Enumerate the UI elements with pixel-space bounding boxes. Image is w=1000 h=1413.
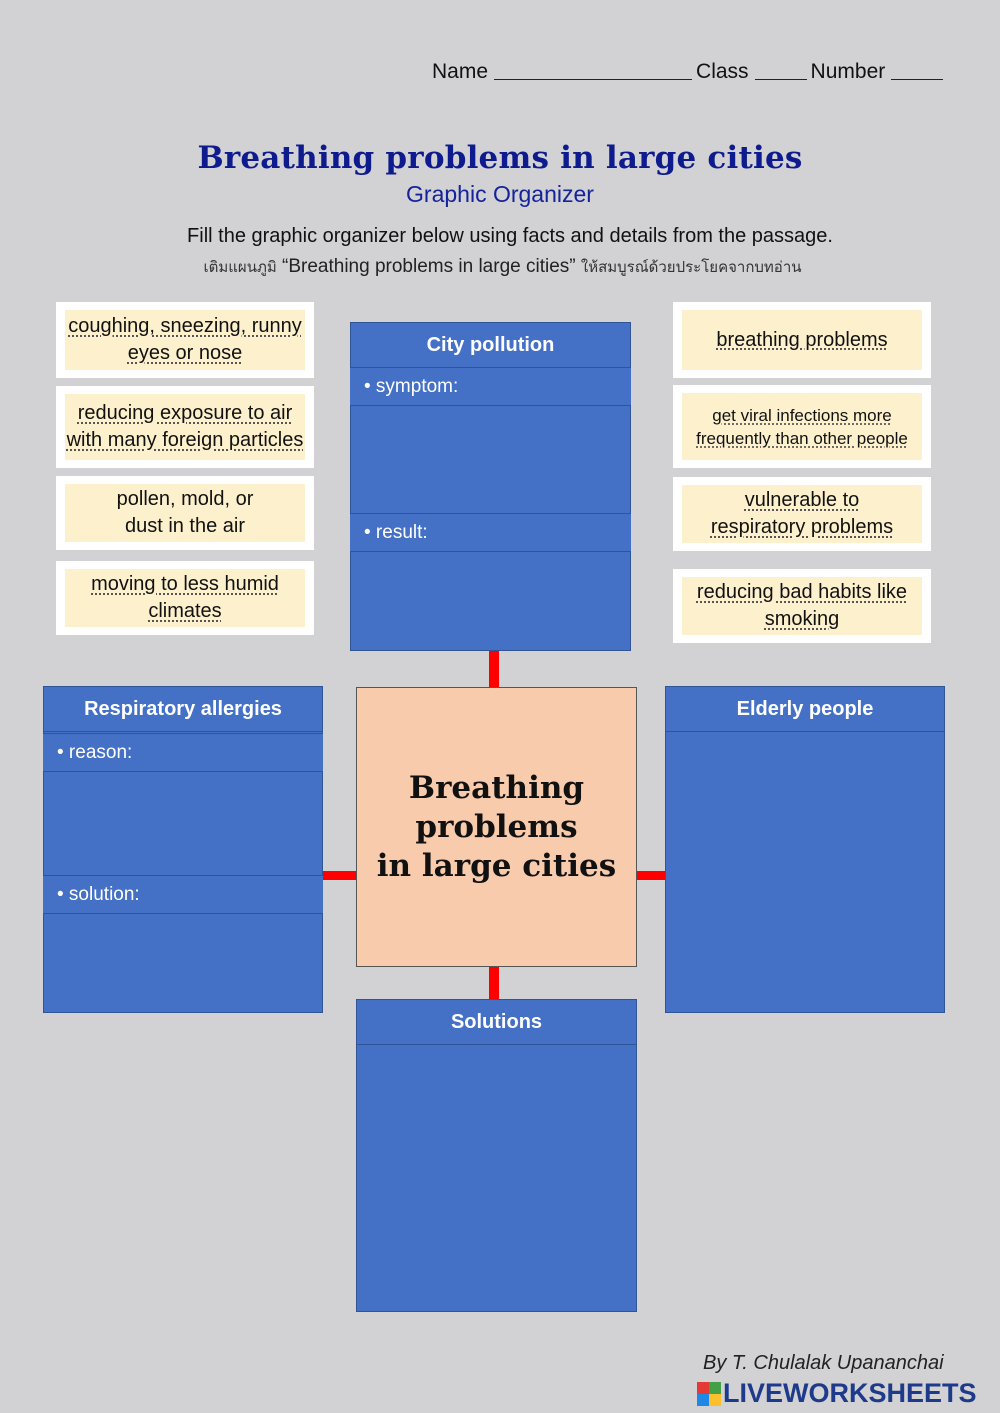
respiratory-allergies-title: Respiratory allergies <box>44 687 322 732</box>
logo-text: LIVEWORKSHEETS <box>723 1378 977 1408</box>
student-info-line: Name Class Number <box>432 60 947 84</box>
symptom-drop-zone[interactable] <box>351 406 630 513</box>
name-blank[interactable] <box>494 61 693 80</box>
word-card[interactable]: breathing problems <box>673 302 931 378</box>
word-card-label[interactable]: coughing, sneezing, runny eyes or nose <box>65 310 305 370</box>
central-topic-line: problems <box>415 808 578 845</box>
reason-label: • reason: <box>43 733 323 772</box>
author-credit: By T. Chulalak Upananchai <box>703 1352 944 1374</box>
class-blank[interactable] <box>754 61 807 80</box>
word-card[interactable]: coughing, sneezing, runny eyes or nose <box>56 302 314 378</box>
word-card-label[interactable]: get viral infections more frequently tha… <box>682 393 922 460</box>
central-topic-box: Breathing problems in large cities <box>356 687 637 967</box>
result-label: • result: <box>350 513 631 552</box>
solution-drop-zone[interactable] <box>44 914 322 1012</box>
respiratory-allergies-box: Respiratory allergies • reason: • soluti… <box>43 686 323 1013</box>
word-card[interactable]: reducing bad habits like smoking <box>673 569 931 643</box>
city-pollution-box: City pollution • symptom: • result: <box>350 322 631 651</box>
word-card[interactable]: moving to less humid climates <box>56 561 314 635</box>
word-card[interactable]: get viral infections more frequently tha… <box>673 385 931 468</box>
central-topic-line: in large cities <box>376 847 617 884</box>
solutions-title: Solutions <box>357 1000 636 1045</box>
number-blank[interactable] <box>891 61 944 80</box>
word-card-label[interactable]: pollen, mold, or dust in the air <box>65 484 305 542</box>
word-card-label[interactable]: reducing exposure to air with many forei… <box>65 394 305 460</box>
name-label: Name <box>432 60 489 83</box>
solution-label: • solution: <box>43 875 323 914</box>
elderly-people-title: Elderly people <box>666 687 944 732</box>
connector-left <box>322 871 357 880</box>
result-drop-zone[interactable] <box>351 552 630 650</box>
instructions-thai: เติมแผนภูมิ “Breathing problems in large… <box>0 255 1000 279</box>
city-pollution-title: City pollution <box>351 323 630 368</box>
word-card-label[interactable]: reducing bad habits like smoking <box>682 577 922 635</box>
reason-drop-zone[interactable] <box>44 772 322 875</box>
word-card[interactable]: vulnerable to respiratory problems <box>673 477 931 551</box>
central-topic-line: Breathing <box>408 769 585 806</box>
word-card-label[interactable]: moving to less humid climates <box>65 569 305 627</box>
solutions-drop-zone[interactable] <box>357 1046 636 1311</box>
word-card[interactable]: reducing exposure to air with many forei… <box>56 386 314 468</box>
connector-right <box>636 871 666 880</box>
symptom-label: • symptom: <box>350 367 631 406</box>
instructions-thai-suffix: ให้สมบูรณ์ด้วยประโยคจากบทอ่าน <box>580 259 802 276</box>
connector-top <box>489 650 499 688</box>
solutions-box: Solutions <box>356 999 637 1312</box>
connector-bottom <box>489 966 499 1000</box>
word-card[interactable]: pollen, mold, or dust in the air <box>56 476 314 550</box>
word-card-label[interactable]: vulnerable to respiratory problems <box>682 485 922 543</box>
page-title: Breathing problems in large cities <box>197 140 803 176</box>
liveworksheets-logo: LIVEWORKSHEETS <box>697 1378 977 1409</box>
elderly-people-box: Elderly people <box>665 686 945 1013</box>
page-subtitle: Graphic Organizer <box>406 181 594 207</box>
class-label: Class <box>696 60 749 83</box>
instructions: Fill the graphic organizer below using f… <box>187 225 833 247</box>
word-card-label[interactable]: breathing problems <box>682 310 922 370</box>
logo-icon <box>697 1381 721 1406</box>
instructions-thai-quoted: “Breathing problems in large cities” <box>282 256 576 277</box>
instructions-thai-prefix: เติมแผนภูมิ <box>203 259 277 276</box>
number-label: Number <box>810 60 886 83</box>
elderly-people-drop-zone[interactable] <box>666 733 944 1012</box>
